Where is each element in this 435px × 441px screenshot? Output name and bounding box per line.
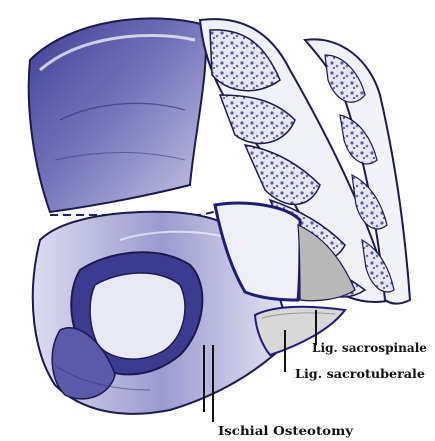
label-sacrospinale: Lig. sacrospinale: [312, 341, 427, 355]
label-sacrotuberale: Lig. sacrotuberale: [295, 367, 425, 381]
iliac-wing: [29, 18, 206, 212]
label-ischial-osteotomy: Ischial Osteotomy: [218, 424, 354, 438]
